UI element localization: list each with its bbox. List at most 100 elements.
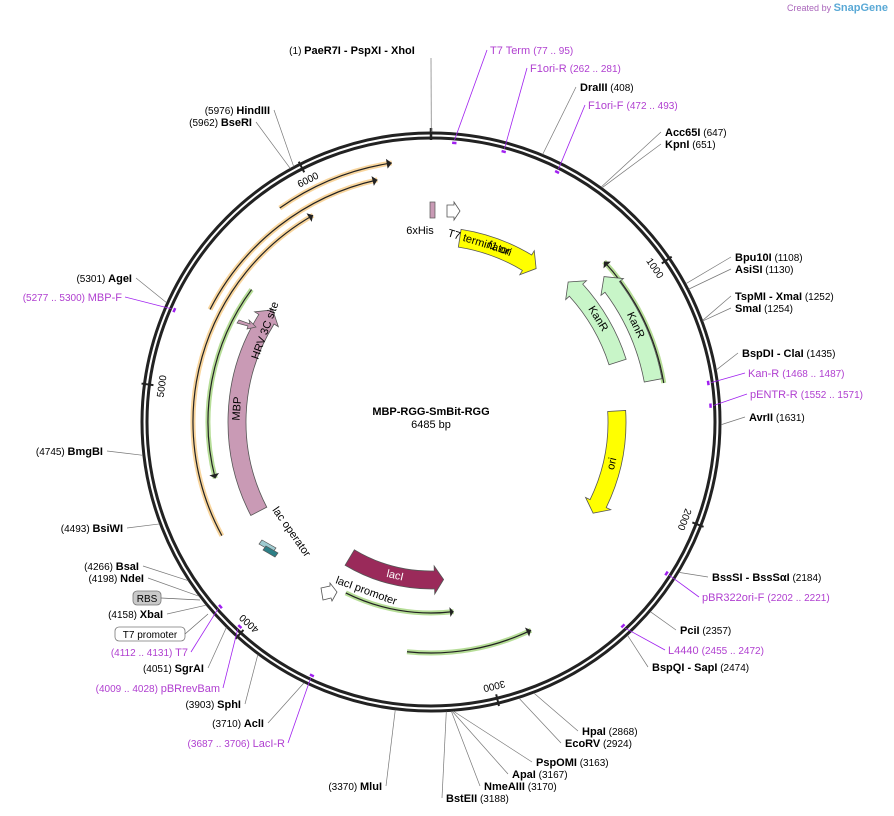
site-label: BspQI - SapI (2474)	[652, 662, 749, 674]
primer-text: LacI-R	[253, 738, 285, 750]
site-leader	[385, 709, 396, 787]
orf-arrowhead	[306, 213, 314, 222]
site-hpai[interactable]: HpaI (2868)	[533, 692, 638, 738]
site-bpu10i[interactable]: Bpu10I (1108)	[685, 252, 803, 284]
primer-pbr322ori-f[interactable]: pBR322ori-F (2202 .. 2221)	[664, 570, 830, 604]
primer-pbrrevbam[interactable]: (4009 .. 4028) pBRrevBam	[96, 624, 243, 695]
primer-text: (472 .. 493)	[627, 101, 678, 112]
primer-label: (5277 .. 5300) MBP-F	[23, 292, 123, 304]
site-label: HpaI (2868)	[582, 726, 638, 738]
site-asisi[interactable]: AsiSI (1130)	[688, 264, 794, 290]
primer-text: pENTR-R	[750, 389, 801, 401]
lac-operator-label: lac operator	[270, 505, 313, 560]
site-tspmi-xmai[interactable]: TspMI - XmaI (1252)	[702, 291, 834, 321]
primer-f1ori-f[interactable]: F1ori-F (472 .. 493)	[554, 100, 678, 175]
orf-line	[207, 289, 253, 479]
primer-label: L4440 (2455 .. 2472)	[668, 645, 764, 657]
orf-line	[406, 629, 532, 654]
site-nmeaiii[interactable]: NmeAIII (3170)	[451, 711, 557, 793]
site-text: (3188)	[477, 794, 509, 805]
primer-pentr-r[interactable]: pENTR-R (1552 .. 1571)	[709, 389, 863, 408]
site-text: (2184)	[790, 573, 822, 584]
feature-label: MBP	[231, 396, 245, 421]
site-text: (4198)	[88, 574, 120, 585]
site-sgrai[interactable]: (4051) SgrAI	[143, 627, 227, 675]
site-bsssi-bsss-i[interactable]: BssSI - BssSαI (2184)	[678, 572, 822, 584]
site-label: (3903) SphI	[185, 699, 241, 711]
primer-leader	[124, 296, 172, 310]
site-text: (5962)	[189, 118, 221, 129]
site-label: PspOMI (3163)	[536, 757, 609, 769]
primer-l4440[interactable]: L4440 (2455 .. 2472)	[620, 623, 764, 657]
primer-kan-r[interactable]: Kan-R (1468 .. 1487)	[706, 368, 845, 386]
site-ndei[interactable]: (4198) NdeI	[88, 573, 200, 597]
site-text: BseRI	[221, 117, 252, 129]
site-text: (1)	[289, 46, 304, 57]
site-draiii[interactable]: DraIII (408)	[542, 82, 634, 155]
site-leader	[147, 577, 200, 597]
primer-laci-r[interactable]: (3687 .. 3706) LacI-R	[188, 673, 315, 750]
primer-text: (4009 .. 4028)	[96, 684, 161, 695]
site-bspqi-sapi[interactable]: BspQI - SapI (2474)	[627, 635, 750, 674]
orf-arrowhead	[603, 261, 611, 269]
site-text: BmgBI	[68, 446, 103, 458]
feature-ori	[584, 410, 627, 514]
t7-terminator-label: T7 terminator	[446, 227, 512, 258]
site-ecorv[interactable]: EcoRV (2924)	[518, 698, 632, 750]
primer-label: T7 Term (77 .. 95)	[490, 45, 573, 57]
primer-leader	[190, 608, 219, 653]
site-bseri[interactable]: (5962) BseRI	[189, 117, 291, 169]
site-acli[interactable]: (3710) AclI	[212, 682, 305, 730]
site-sphi[interactable]: (3903) SphI	[185, 654, 259, 711]
site-paer7i-pspxi-xhoi[interactable]: (1) PaeR7I - PspXI - XhoI	[289, 45, 432, 133]
site-acc65i[interactable]: Acc65I (647)	[600, 127, 727, 188]
site-smai[interactable]: SmaI (1254)	[702, 303, 793, 322]
primer-label: pENTR-R (1552 .. 1571)	[750, 389, 863, 401]
orf-line	[192, 214, 314, 536]
site-text: Bpu10I	[735, 252, 772, 264]
site-text: PaeR7I	[304, 45, 341, 57]
site-text: - SapI	[684, 662, 717, 674]
site-label: (1) PaeR7I - PspXI - XhoI	[289, 45, 415, 57]
orf-arrowhead	[209, 473, 220, 479]
site-bsteii[interactable]: BstEII (3188)	[441, 711, 509, 805]
orf-arrowhead	[449, 607, 454, 618]
site-label: (4158) XbaI	[108, 609, 163, 621]
site-bmgbi[interactable]: (4745) BmgBI	[36, 446, 143, 458]
tick-2000	[691, 521, 704, 528]
site-kpni[interactable]: KpnI (651)	[601, 139, 716, 189]
primer-text: pBRrevBam	[161, 683, 220, 695]
site-pcii[interactable]: PciI (2357)	[650, 611, 731, 637]
site-text: (2868)	[606, 727, 638, 738]
orf-line	[209, 179, 378, 310]
site-xbai[interactable]: (4158) XbaI	[108, 604, 207, 621]
site-text: (3167)	[536, 770, 568, 781]
primer-t7-term[interactable]: T7 Term (77 .. 95)	[452, 45, 573, 145]
site-text: PspOMI	[536, 757, 577, 769]
site-bsiwi[interactable]: (4493) BsiWI	[61, 523, 160, 535]
site-bsai[interactable]: (4266) BsaI	[84, 561, 189, 582]
site-apai[interactable]: ApaI (3167)	[451, 710, 568, 781]
primer-label: Kan-R (1468 .. 1487)	[748, 368, 845, 380]
primer-f1ori-r[interactable]: F1ori-R (262 .. 281)	[501, 63, 621, 154]
primer-mark	[237, 624, 243, 630]
site-text: BsaI	[116, 561, 139, 573]
site-hindiii[interactable]: (5976) HindIII	[205, 105, 295, 167]
site-text: AgeI	[108, 273, 132, 285]
site-label: (3370) MluI	[328, 781, 382, 793]
site-pspomi[interactable]: PspOMI (3163)	[453, 710, 609, 769]
primer-label: (3687 .. 3706) LacI-R	[188, 738, 286, 750]
site-avrii[interactable]: AvrII (1631)	[720, 412, 805, 426]
primer-t7[interactable]: (4112 .. 4131) T7	[111, 604, 223, 659]
site-text: ApaI	[512, 769, 536, 781]
primer-mbp-f[interactable]: (5277 .. 5300) MBP-F	[23, 292, 177, 313]
site-text: (1631)	[773, 413, 805, 424]
site-text: AvrII	[749, 412, 773, 424]
site-bspdi-clai[interactable]: BspDI - ClaI (1435)	[716, 348, 835, 371]
site-text: KpnI	[665, 139, 689, 151]
primer-text: (3687 .. 3706)	[188, 739, 253, 750]
site-mlui[interactable]: (3370) MluI	[328, 709, 396, 793]
site-agei[interactable]: (5301) AgeI	[76, 273, 167, 304]
site-text: MluI	[360, 781, 382, 793]
